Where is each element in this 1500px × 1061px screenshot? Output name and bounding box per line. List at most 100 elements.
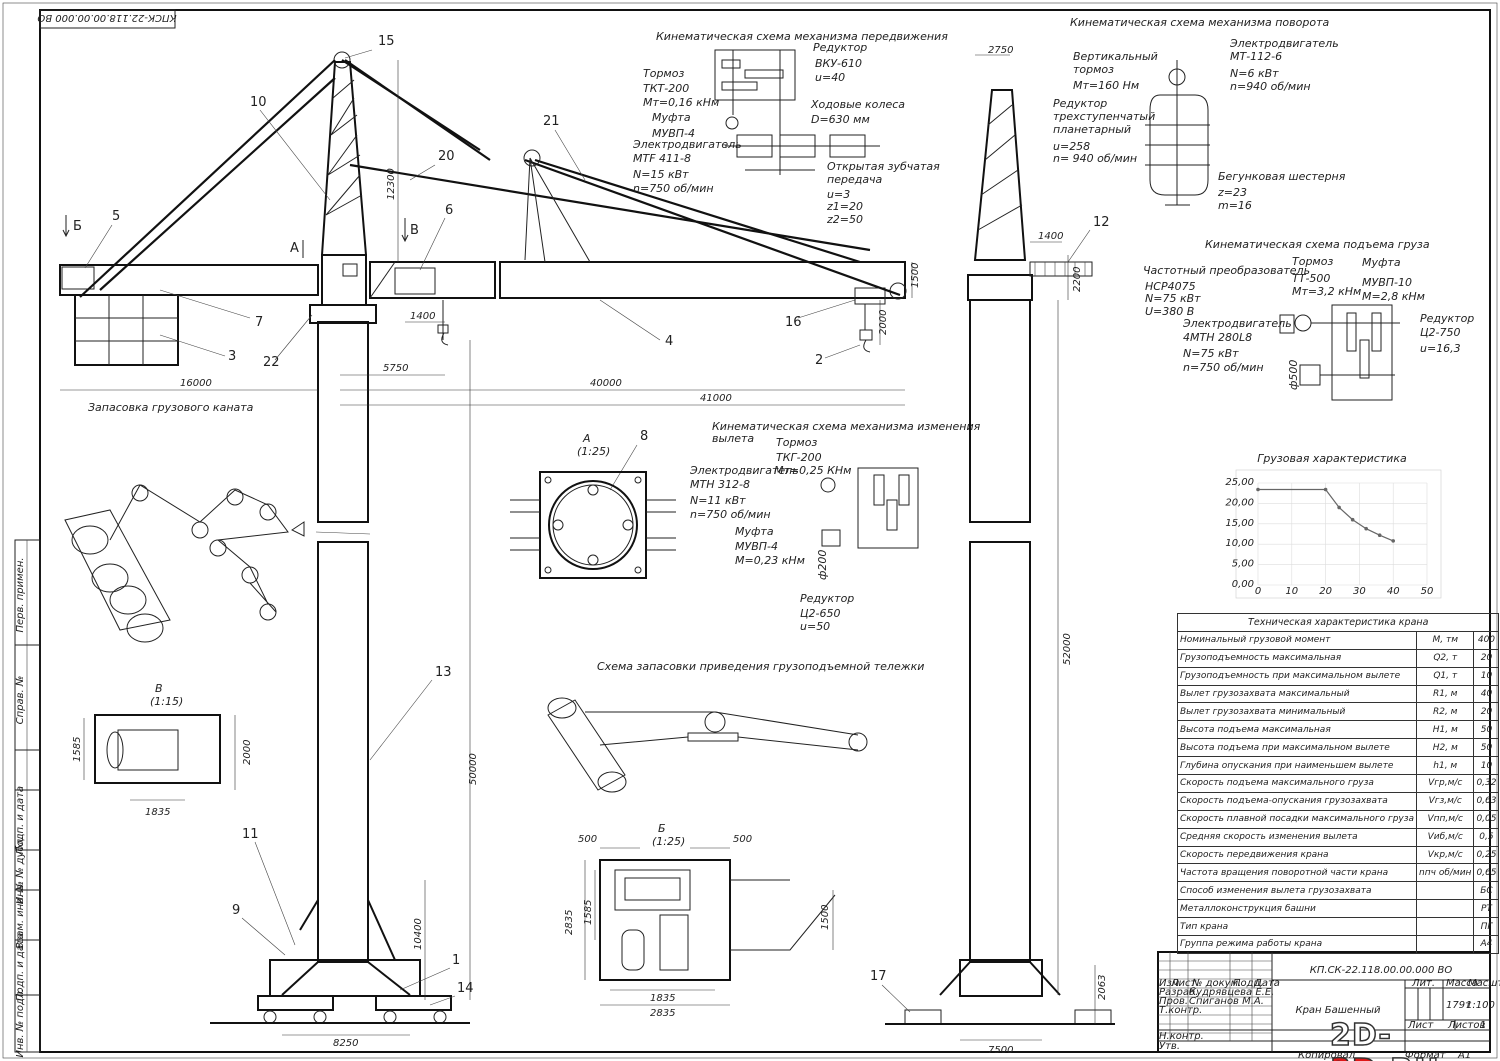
view-a-label: А: [582, 432, 591, 445]
brake-label: Тормоз: [1292, 255, 1333, 268]
view-v-detail: В (1:15) 1585 2000 1835: [72, 682, 253, 818]
reducer-label: Редуктор: [813, 41, 867, 54]
load-chart: Грузовая характеристика 0,005,0010,0015,…: [1225, 452, 1442, 599]
stamp-label: Справ. №: [15, 676, 26, 725]
view-b-scale: (1:25): [652, 835, 685, 848]
part-number: 10: [250, 95, 267, 110]
dim-label: 1835: [145, 807, 170, 818]
motor-power: N=6 кВт: [1230, 67, 1279, 80]
gear-label: Открытая зубчатая: [827, 160, 940, 173]
row-developer: Разраб.: [1159, 986, 1198, 998]
param-name: Металлоконструкция башни: [1176, 899, 1418, 919]
y-tick-label: 0,00: [1232, 579, 1254, 590]
wheels-label: Ходовые колеса: [810, 98, 905, 111]
row-tcontrol: Т.контр.: [1159, 1005, 1202, 1016]
param-value: 0,05: [1473, 809, 1500, 829]
motor-power: N=75 кВт: [1183, 347, 1239, 360]
part-number: 2: [815, 353, 823, 368]
watermark-part: 2D-: [1329, 1017, 1392, 1054]
frame-stamp: КПСК-22.118.00.00.000 ВО: [37, 12, 176, 23]
x-tick-label: 40: [1387, 586, 1400, 597]
dim-label: 2000: [878, 310, 889, 335]
dim-label: 1585: [583, 900, 594, 925]
col-scale: Масштаб: [1468, 977, 1500, 989]
dim-label: 2200: [1072, 267, 1083, 292]
col-list: Лист: [1170, 978, 1198, 989]
table-row: Грузоподъемность при максимальном вылете…: [1176, 666, 1500, 686]
dim-label: 5750: [383, 363, 408, 374]
param-symbol: М, тм: [1416, 630, 1475, 650]
y-tick-label: 20,00: [1225, 497, 1254, 508]
reducer-model: Ц2-750: [1420, 326, 1461, 339]
param-value: 50: [1473, 720, 1500, 740]
sheet-label: Лист: [1407, 1020, 1435, 1031]
dimensions-front: 16000 5750 40000 41000 1400 12300 1500 2…: [60, 60, 921, 1049]
param-symbol: Vкр,м/с: [1416, 845, 1475, 865]
col-izm: Изм: [1159, 978, 1180, 989]
scheme-title-2: вылета: [712, 432, 754, 445]
param-value: БС: [1473, 881, 1500, 901]
slewing-ring: [309, 304, 377, 324]
dim-label: 1400: [1038, 231, 1063, 242]
dim-label: 52000: [1062, 633, 1073, 665]
x-tick-label: 20: [1319, 586, 1332, 597]
param-name: Скорость подъема-опускания грузозахвата: [1176, 791, 1418, 811]
param-name: Скорость подъема максимального груза: [1176, 774, 1418, 793]
brake-moment: Мт=3,2 кНм: [1292, 285, 1361, 298]
sheets-label: Листов: [1447, 1020, 1485, 1031]
param-name: Грузоподъемность при максимальном вылете: [1176, 666, 1418, 686]
data-point: [1256, 487, 1260, 492]
row-approved: Утв.: [1159, 1041, 1180, 1052]
dim-label: 2835: [650, 1008, 675, 1019]
scheme-title: Кинематическая схема механизма изменения: [712, 420, 981, 433]
tower-head-side: [973, 89, 1027, 261]
param-name: Группа режима работы крана: [1176, 935, 1418, 954]
data-point: [1337, 505, 1341, 510]
param-name: Тип крана: [1176, 917, 1418, 937]
coupling-model: МУВП-4: [735, 540, 778, 553]
brake-model: ТКТ-200: [643, 82, 689, 95]
pinion-m: m=16: [1218, 199, 1252, 212]
motor-label: Электродвигатель: [689, 464, 799, 477]
param-symbol: H1, м: [1416, 720, 1475, 740]
y-tick-label: 10,00: [1225, 538, 1254, 549]
reducer-label: Редуктор: [1053, 97, 1107, 110]
param-symbol: [1416, 899, 1475, 919]
dim-label: 2063: [1097, 975, 1108, 1000]
part-number: 17: [870, 969, 887, 984]
stamp-label: Подп. и дата: [15, 933, 26, 1001]
stamp-label: Перв. примен.: [15, 557, 26, 632]
watermark-logo: 2D-3D.RU: [1329, 1017, 1500, 1061]
param-name: Средняя скорость изменения вылета: [1176, 827, 1418, 847]
part-number: 14: [457, 981, 474, 996]
motor-speed: n=750 об/мин: [633, 182, 714, 195]
reducer-ratio: u=50: [800, 620, 830, 633]
data-point: [1364, 526, 1368, 531]
data-point: [1350, 517, 1355, 522]
coupling-label: Муфта: [1362, 256, 1401, 269]
gear-label-2: передача: [827, 173, 883, 186]
motor-power: N=15 кВт: [633, 168, 689, 181]
drum-diameter: ф200: [816, 550, 829, 580]
col-date: Дата: [1253, 978, 1280, 989]
scale-value: 1:100: [1466, 1000, 1495, 1011]
table-title: Техническая характеристика крана: [1176, 613, 1500, 632]
data-point: [1323, 487, 1328, 492]
param-value: ПГ: [1473, 917, 1500, 937]
param-name: Высота подъема максимальная: [1176, 720, 1418, 740]
view-v-label: В: [155, 682, 163, 695]
motor-speed: n=750 об/мин: [690, 508, 771, 521]
crane-front-view: [59, 51, 907, 1024]
dim-label: 2750: [988, 45, 1013, 56]
brake-model: ТКГ-200: [776, 451, 822, 464]
param-symbol: Vгз,м/с: [1416, 791, 1475, 811]
table-header: Техническая характеристика крана: [1176, 613, 1500, 632]
checker-name: Спиганов М.А.: [1189, 996, 1264, 1007]
